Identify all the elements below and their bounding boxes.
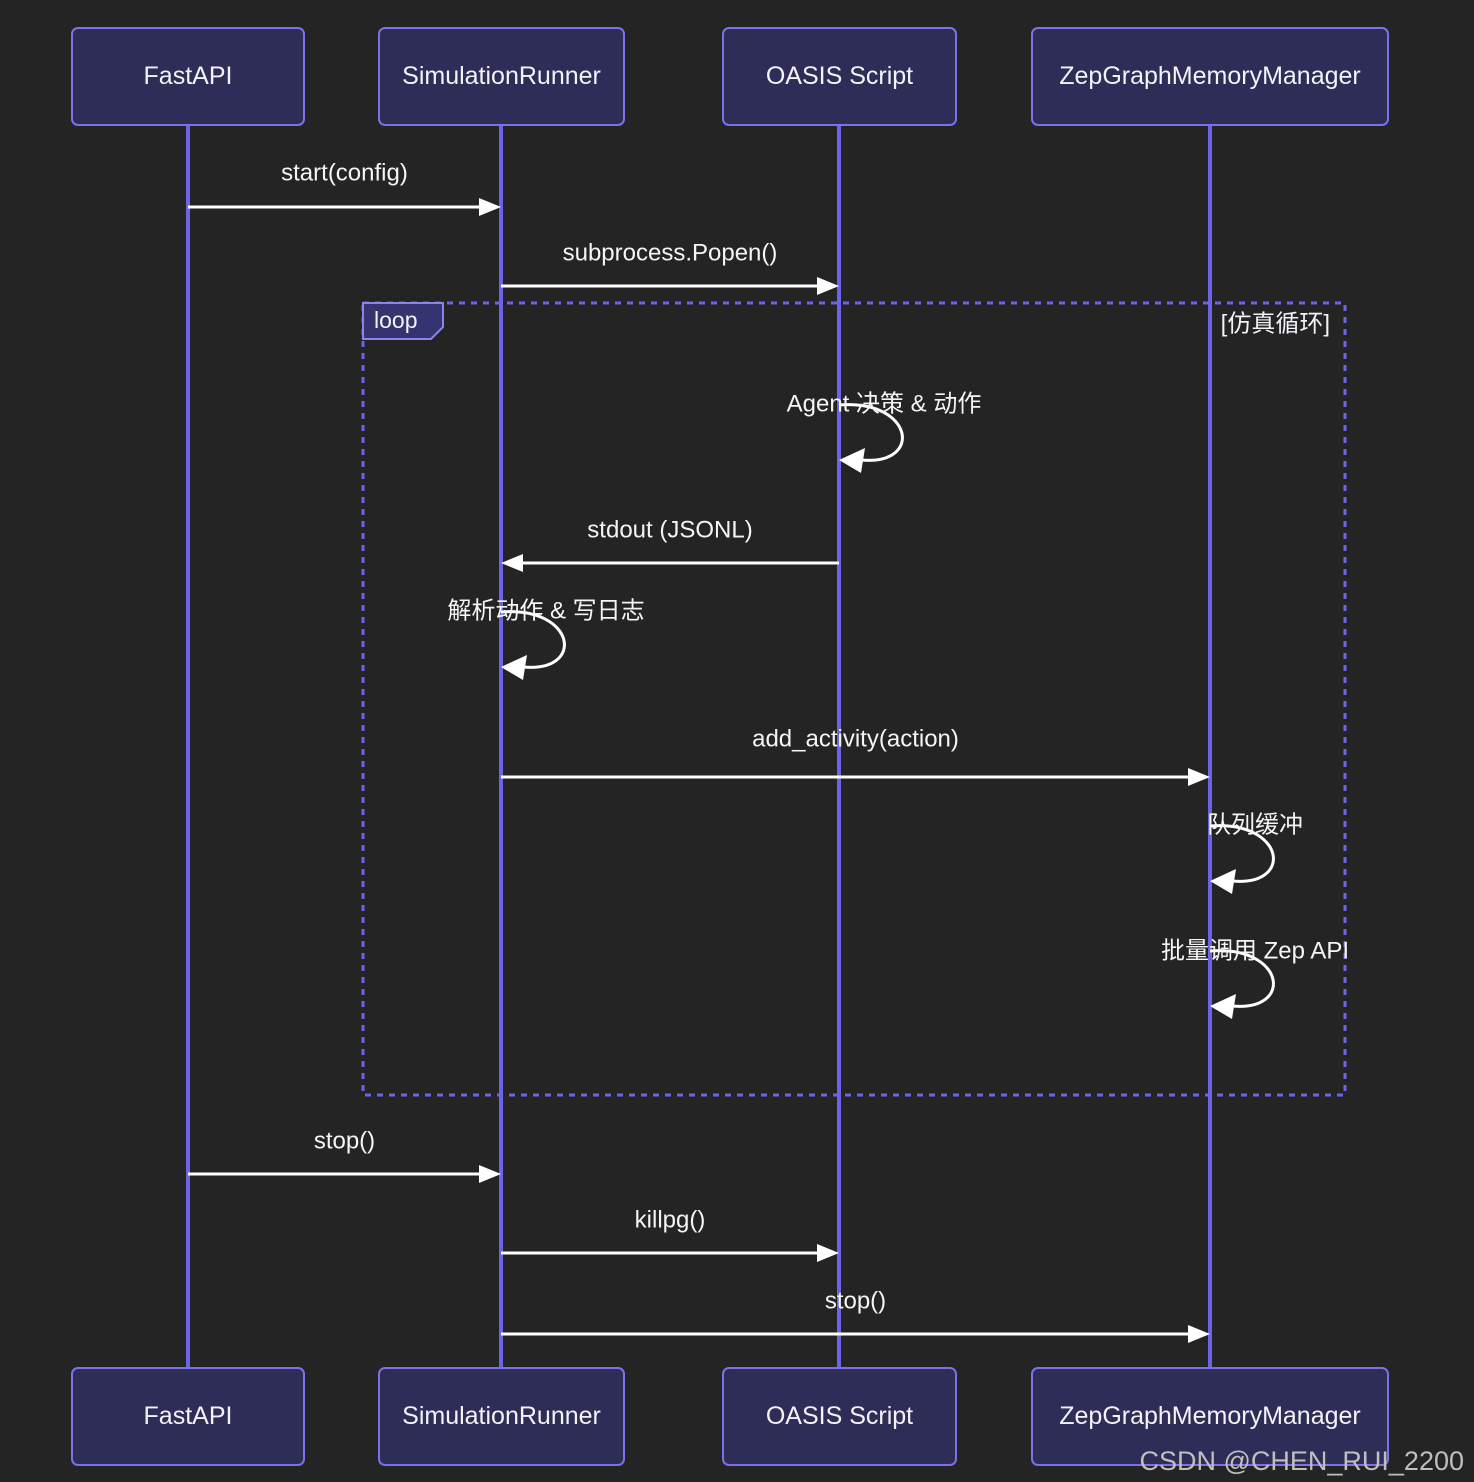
participant-label: FastAPI — [144, 62, 233, 90]
messages-group: start(config) subprocess.Popen() Agent 决策 … — [188, 159, 1349, 1343]
self-message-path — [1209, 949, 1275, 1008]
participant-bottom-oasis[interactable]: OASIS Script — [722, 1367, 957, 1466]
message-m10: killpg() — [501, 1206, 839, 1262]
message-m8: 批量调用 Zep API — [1161, 937, 1349, 1019]
participant-label: ZepGraphMemoryManager — [1059, 1402, 1361, 1430]
participant-label: ZepGraphMemoryManager — [1059, 62, 1361, 90]
message-m1: start(config) — [188, 159, 501, 216]
participant-label: OASIS Script — [766, 62, 913, 90]
csdn-watermark: CSDN @CHEN_RUI_2200 — [1139, 1446, 1464, 1476]
message-m2: subprocess.Popen() — [501, 239, 839, 295]
message-arrowhead — [1188, 768, 1210, 786]
message-label: add_activity(action) — [752, 725, 959, 752]
message-label: stop() — [314, 1127, 375, 1154]
self-message-arrowhead — [1210, 869, 1236, 894]
message-label: 队列缓冲 — [1207, 811, 1303, 838]
message-label: start(config) — [281, 159, 408, 186]
message-m4: stdout (JSONL) — [501, 516, 839, 572]
message-arrowhead — [1188, 1325, 1210, 1343]
lifelines-group — [186, 125, 1212, 1368]
self-message-path — [500, 610, 566, 669]
participant-label: SimulationRunner — [402, 1402, 601, 1430]
participant-box-rect[interactable] — [71, 1367, 305, 1466]
participant-top-fastapi[interactable]: FastAPI — [71, 27, 305, 126]
message-arrowhead — [817, 1244, 839, 1262]
message-arrowhead — [479, 1165, 501, 1183]
message-arrowhead — [817, 277, 839, 295]
participant-box-rect[interactable] — [378, 1367, 625, 1466]
participant-top-oasis[interactable]: OASIS Script — [722, 27, 957, 126]
message-m9: stop() — [188, 1127, 501, 1183]
loop-tag-box — [362, 302, 444, 340]
participant-bottom-simulationrunner[interactable]: SimulationRunner — [378, 1367, 625, 1466]
participant-top-simulationrunner[interactable]: SimulationRunner — [378, 27, 625, 126]
self-message-path — [1209, 824, 1275, 883]
loop-condition-label: [仿真循环] — [1221, 310, 1330, 337]
message-label: 批量调用 Zep API — [1161, 937, 1349, 964]
participant-label: OASIS Script — [766, 1402, 913, 1430]
self-message-arrowhead — [1210, 994, 1236, 1019]
message-m3: Agent 决策 & 动作 — [787, 390, 982, 473]
message-m6: add_activity(action) — [501, 725, 1210, 786]
message-label: Agent 决策 & 动作 — [787, 390, 982, 417]
participant-box-rect[interactable] — [378, 27, 625, 126]
participant-box-rect[interactable] — [71, 27, 305, 126]
message-m11: stop() — [501, 1287, 1210, 1343]
participant-box-rect[interactable] — [722, 27, 957, 126]
message-arrowhead — [501, 554, 523, 572]
loop-fragment-group: loop [仿真循环] — [361, 301, 1347, 1097]
participant-bottom-fastapi[interactable]: FastAPI — [71, 1367, 305, 1466]
participant-label: SimulationRunner — [402, 62, 601, 90]
participant-label: FastAPI — [144, 1402, 233, 1430]
participant-box-rect[interactable] — [1031, 1367, 1389, 1466]
message-arrowhead — [479, 198, 501, 216]
loop-tag-label: loop — [374, 307, 417, 333]
message-label: killpg() — [635, 1206, 706, 1233]
self-message-path — [838, 403, 904, 462]
message-label: stdout (JSONL) — [587, 516, 752, 543]
message-m5: 解析动作 & 写日志 — [447, 597, 645, 680]
message-label: subprocess.Popen() — [563, 239, 778, 266]
participant-bottom-zep[interactable]: ZepGraphMemoryManager — [1031, 1367, 1389, 1466]
self-message-arrowhead — [501, 655, 527, 680]
participant-top-zep[interactable]: ZepGraphMemoryManager — [1031, 27, 1389, 126]
message-label: stop() — [825, 1287, 886, 1314]
message-label: 解析动作 & 写日志 — [447, 597, 644, 624]
message-m7: 队列缓冲 — [1207, 811, 1303, 894]
participant-box-rect[interactable] — [722, 1367, 957, 1466]
participant-box-rect[interactable] — [1031, 27, 1389, 126]
self-message-arrowhead — [839, 448, 865, 473]
